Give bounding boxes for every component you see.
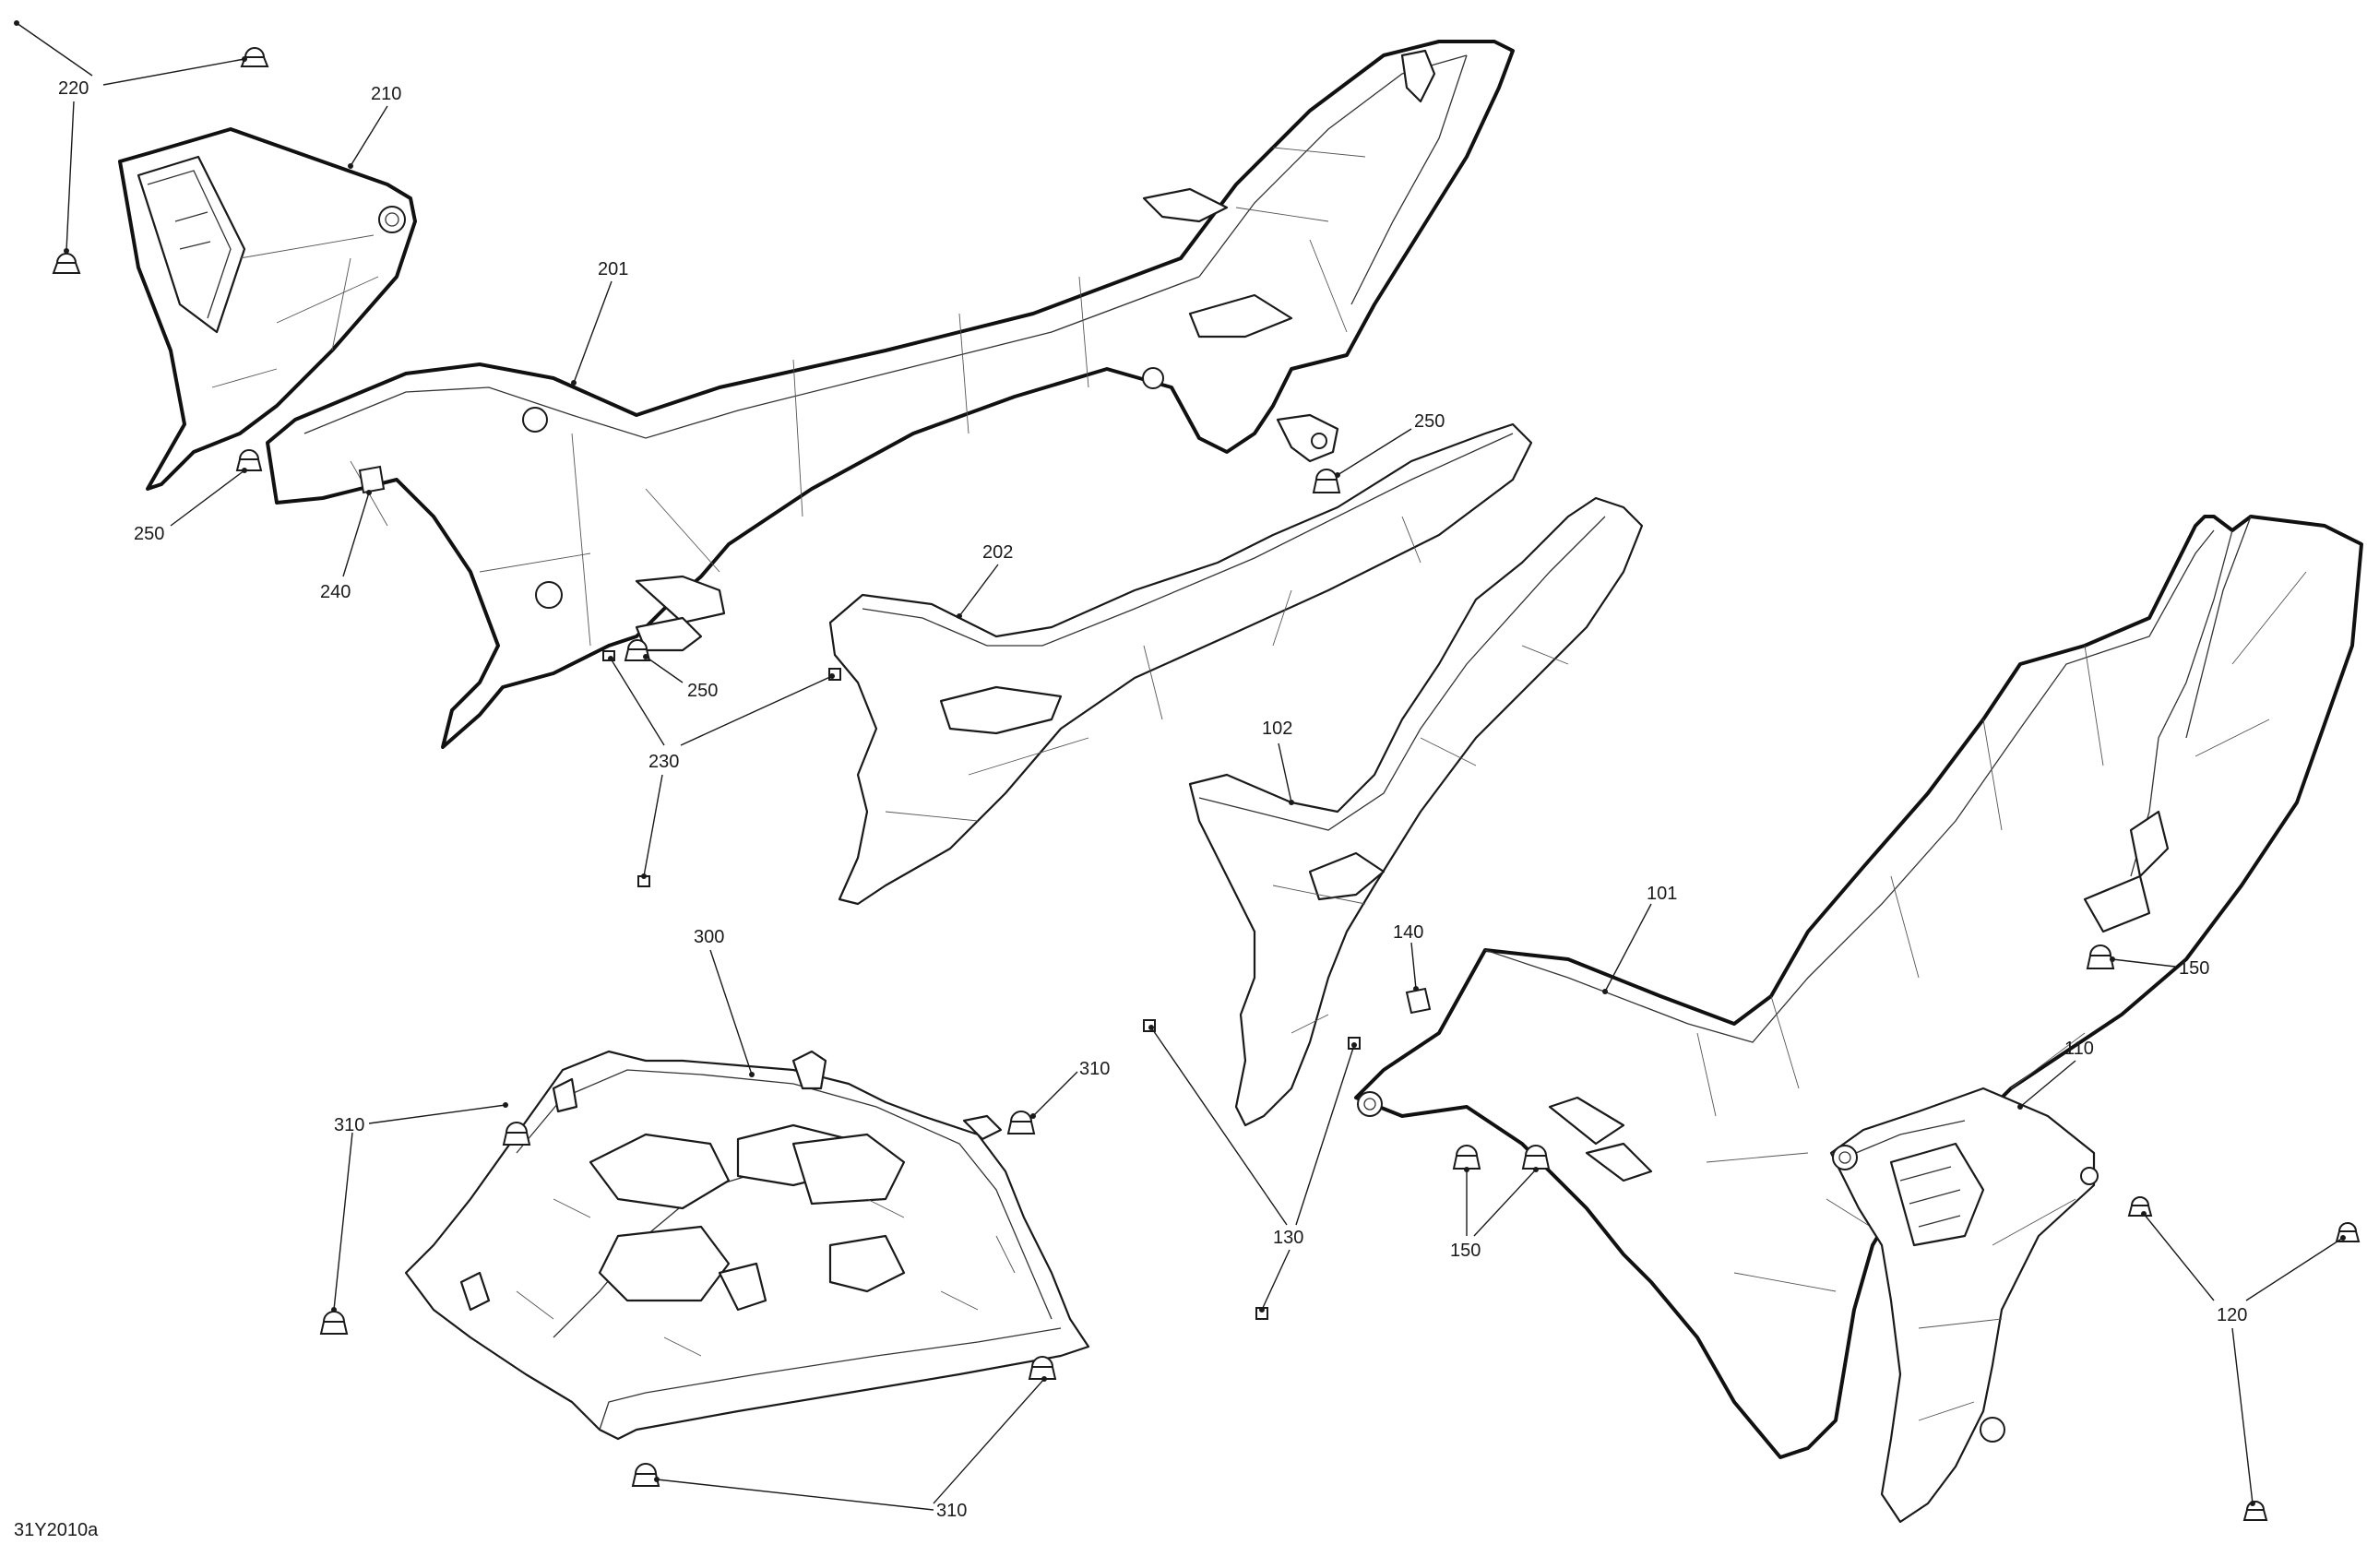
- clip-140: [1405, 987, 1432, 1015]
- callout-201: 201: [598, 259, 628, 279]
- part-102-inner-liner: [1188, 496, 1644, 1127]
- screw-310-a: [502, 1122, 531, 1146]
- callout-230: 230: [648, 752, 679, 772]
- part-202-inner-liner: [828, 422, 1533, 906]
- callout-250-mid: 250: [687, 681, 718, 701]
- part-210-vent-panel: [118, 127, 417, 491]
- screw-120-c: [2242, 1501, 2268, 1521]
- callout-101: 101: [1647, 884, 1677, 904]
- leader-lines: [14, 20, 2346, 1511]
- callout-150-right: 150: [2179, 958, 2209, 979]
- clip-240: [358, 465, 386, 494]
- part-300-storage-tray: [404, 1050, 1090, 1441]
- screw-310-d: [1028, 1356, 1057, 1380]
- screw-310-c: [319, 1311, 349, 1335]
- screw-250-a: [235, 449, 263, 471]
- diagram-reference-code: 31Y2010a: [14, 1520, 99, 1540]
- callout-310-bottom: 310: [936, 1501, 967, 1521]
- screw-150-c: [1521, 1145, 1551, 1170]
- callout-110: 110: [2064, 1039, 2094, 1059]
- part-201-side-panel-upper: [266, 40, 1515, 749]
- screw-120-a: [2127, 1196, 2153, 1217]
- callout-labels: 220 210 201 250 240 250 230 250 202 102 …: [58, 78, 2247, 1521]
- callout-202: 202: [982, 542, 1013, 563]
- callout-250-left: 250: [134, 524, 164, 544]
- screw-220-a: [240, 47, 269, 67]
- screw-150-a: [2086, 944, 2115, 969]
- screw-310-e: [631, 1463, 660, 1487]
- screw-310-b: [1006, 1111, 1036, 1134]
- screw-220-b: [52, 253, 81, 274]
- screw-150-b: [1452, 1145, 1481, 1170]
- part-110-vent-panel: [1829, 1087, 2099, 1524]
- screw-120-b: [2335, 1222, 2361, 1242]
- callout-240: 240: [320, 582, 351, 602]
- callout-120: 120: [2217, 1305, 2247, 1325]
- callout-150-bottom: 150: [1450, 1241, 1481, 1261]
- callout-250-top-right: 250: [1414, 411, 1445, 432]
- callout-300: 300: [694, 927, 724, 947]
- part-101-side-panel-front: [1354, 515, 2363, 1459]
- callout-102: 102: [1262, 719, 1292, 739]
- callout-210: 210: [371, 84, 401, 104]
- callout-310-left: 310: [334, 1115, 364, 1135]
- callout-220: 220: [58, 78, 89, 99]
- screw-250-b: [1312, 469, 1341, 493]
- callout-130: 130: [1273, 1228, 1303, 1248]
- callout-310-right: 310: [1079, 1059, 1110, 1079]
- callout-140: 140: [1393, 922, 1423, 943]
